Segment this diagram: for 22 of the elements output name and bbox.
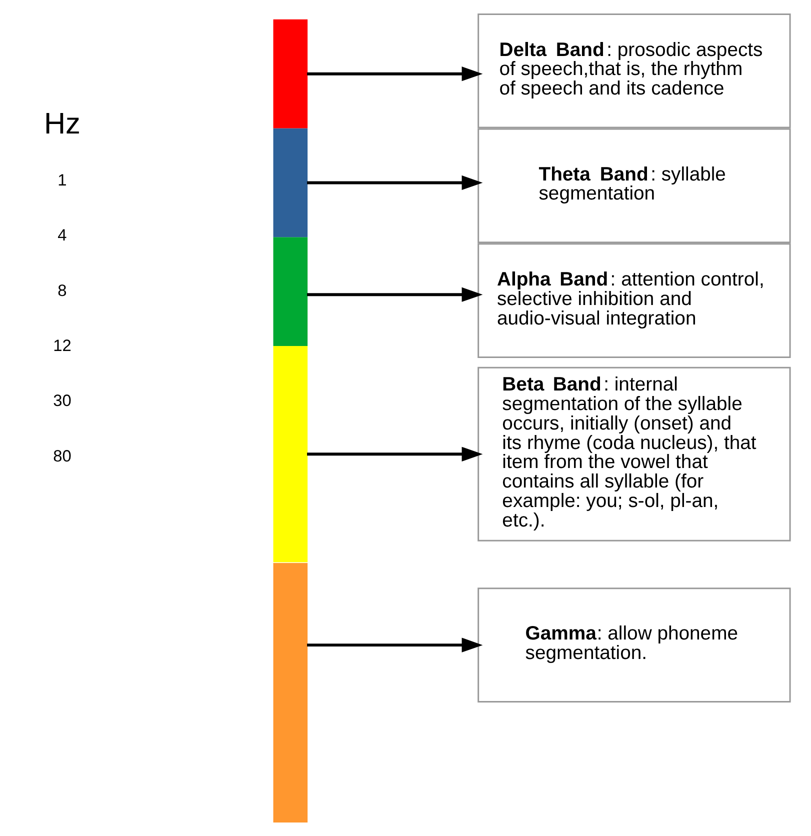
node-bar	[272, 563, 308, 823]
arrow	[306, 175, 482, 190]
node-bar	[272, 237, 308, 346]
arrow	[306, 638, 482, 652]
arrow	[306, 446, 482, 462]
label: 1	[57, 171, 66, 190]
node-box: Alpha Band: attention control, selective inhibition and audio-visual integration	[477, 243, 790, 358]
label: 30	[52, 392, 71, 410]
label: 80	[52, 447, 71, 466]
node-box: Beta Band: internal segmentation of the syllable occurs, initially (onset) and its rhyme (coda nucleus), that item from the vowel that contains all syllable (for example: you; s-ol, pl-an, etc.).	[477, 366, 790, 542]
node-bar	[272, 346, 308, 562]
node-box: Delta Band: prosodic aspects of speech,that is, the rhythm of speech and its cadence	[477, 13, 790, 128]
label: Hz	[44, 108, 80, 141]
node-bar	[272, 19, 308, 128]
node-bar	[272, 128, 308, 238]
label: 8	[57, 282, 66, 300]
label: 12	[52, 336, 71, 355]
node-box: Theta Band: syllable segmentation	[477, 128, 790, 244]
label: 4	[57, 226, 66, 245]
node-box: Gamma: allow phoneme segmentation.	[477, 588, 790, 702]
arrow	[306, 287, 482, 302]
arrow	[306, 66, 482, 82]
